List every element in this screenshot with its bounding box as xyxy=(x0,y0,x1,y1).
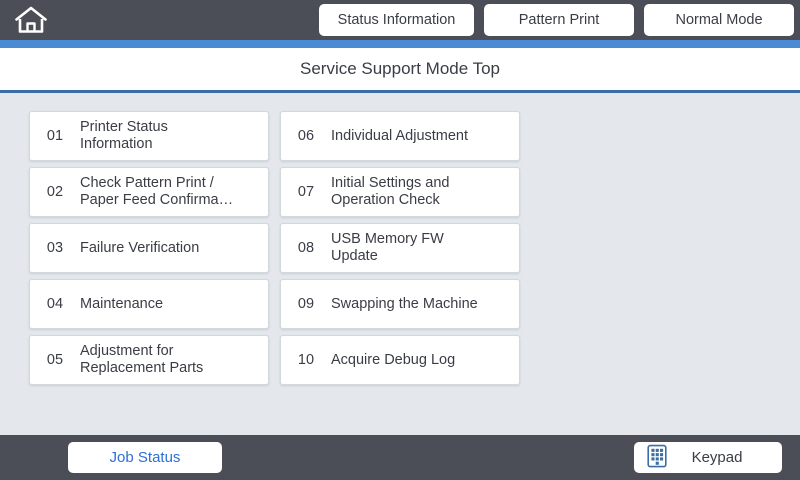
job-status-button[interactable]: Job Status xyxy=(68,442,222,473)
content-area: 01 Printer Status Information 02 Check P… xyxy=(0,93,800,435)
normal-mode-button[interactable]: Normal Mode xyxy=(644,4,794,36)
keypad-button[interactable]: Keypad xyxy=(634,442,782,473)
header-accent-bar xyxy=(0,40,800,48)
menu-item-number: 03 xyxy=(46,240,64,256)
menu-item-label: Check Pattern Print / Paper Feed Confirm… xyxy=(80,175,234,208)
status-information-button[interactable]: Status Information xyxy=(319,4,474,36)
bottom-bar: Job Status Keypad xyxy=(0,435,800,480)
menu-item-number: 05 xyxy=(46,352,64,368)
title-bar: Service Support Mode Top xyxy=(0,48,800,90)
menu-item-label: Failure Verification xyxy=(80,239,200,256)
menu-grid: 01 Printer Status Information 02 Check P… xyxy=(29,111,520,385)
keypad-icon xyxy=(646,444,668,472)
menu-item-number: 01 xyxy=(46,128,64,144)
menu-item-06[interactable]: 06 Individual Adjustment xyxy=(280,111,520,161)
home-button[interactable] xyxy=(8,4,54,36)
menu-item-02[interactable]: 02 Check Pattern Print / Paper Feed Conf… xyxy=(29,167,269,217)
menu-item-07[interactable]: 07 Initial Settings and Operation Check xyxy=(280,167,520,217)
header-button-group: Status Information Pattern Print Normal … xyxy=(319,4,794,36)
menu-item-01[interactable]: 01 Printer Status Information xyxy=(29,111,269,161)
menu-column-left: 01 Printer Status Information 02 Check P… xyxy=(29,111,269,385)
home-icon xyxy=(14,5,48,35)
menu-item-number: 06 xyxy=(297,128,315,144)
menu-item-03[interactable]: 03 Failure Verification xyxy=(29,223,269,273)
menu-item-number: 08 xyxy=(297,240,315,256)
menu-item-number: 04 xyxy=(46,296,64,312)
title-underline xyxy=(0,90,800,93)
menu-item-label: Initial Settings and Operation Check xyxy=(331,175,450,208)
menu-item-label: Acquire Debug Log xyxy=(331,351,456,368)
menu-item-number: 10 xyxy=(297,352,315,368)
menu-item-08[interactable]: 08 USB Memory FW Update xyxy=(280,223,520,273)
menu-item-number: 02 xyxy=(46,184,64,200)
page-title: Service Support Mode Top xyxy=(299,59,501,78)
menu-item-number: 07 xyxy=(297,184,315,200)
menu-item-label: Swapping the Machine xyxy=(331,295,478,312)
menu-item-label: Adjustment for Replacement Parts xyxy=(80,343,204,376)
menu-item-10[interactable]: 10 Acquire Debug Log xyxy=(280,335,520,385)
menu-item-label: USB Memory FW Update xyxy=(331,231,444,264)
menu-item-number: 09 xyxy=(297,296,315,312)
menu-column-right: 06 Individual Adjustment 07 Initial Sett… xyxy=(280,111,520,385)
menu-item-label: Maintenance xyxy=(80,295,164,312)
pattern-print-button[interactable]: Pattern Print xyxy=(484,4,634,36)
top-header-bar: Status Information Pattern Print Normal … xyxy=(0,0,800,40)
menu-item-05[interactable]: 05 Adjustment for Replacement Parts xyxy=(29,335,269,385)
menu-item-04[interactable]: 04 Maintenance xyxy=(29,279,269,329)
menu-item-09[interactable]: 09 Swapping the Machine xyxy=(280,279,520,329)
keypad-label: Keypad xyxy=(691,449,743,466)
menu-item-label: Printer Status Information xyxy=(80,119,168,152)
menu-item-label: Individual Adjustment xyxy=(331,127,469,144)
